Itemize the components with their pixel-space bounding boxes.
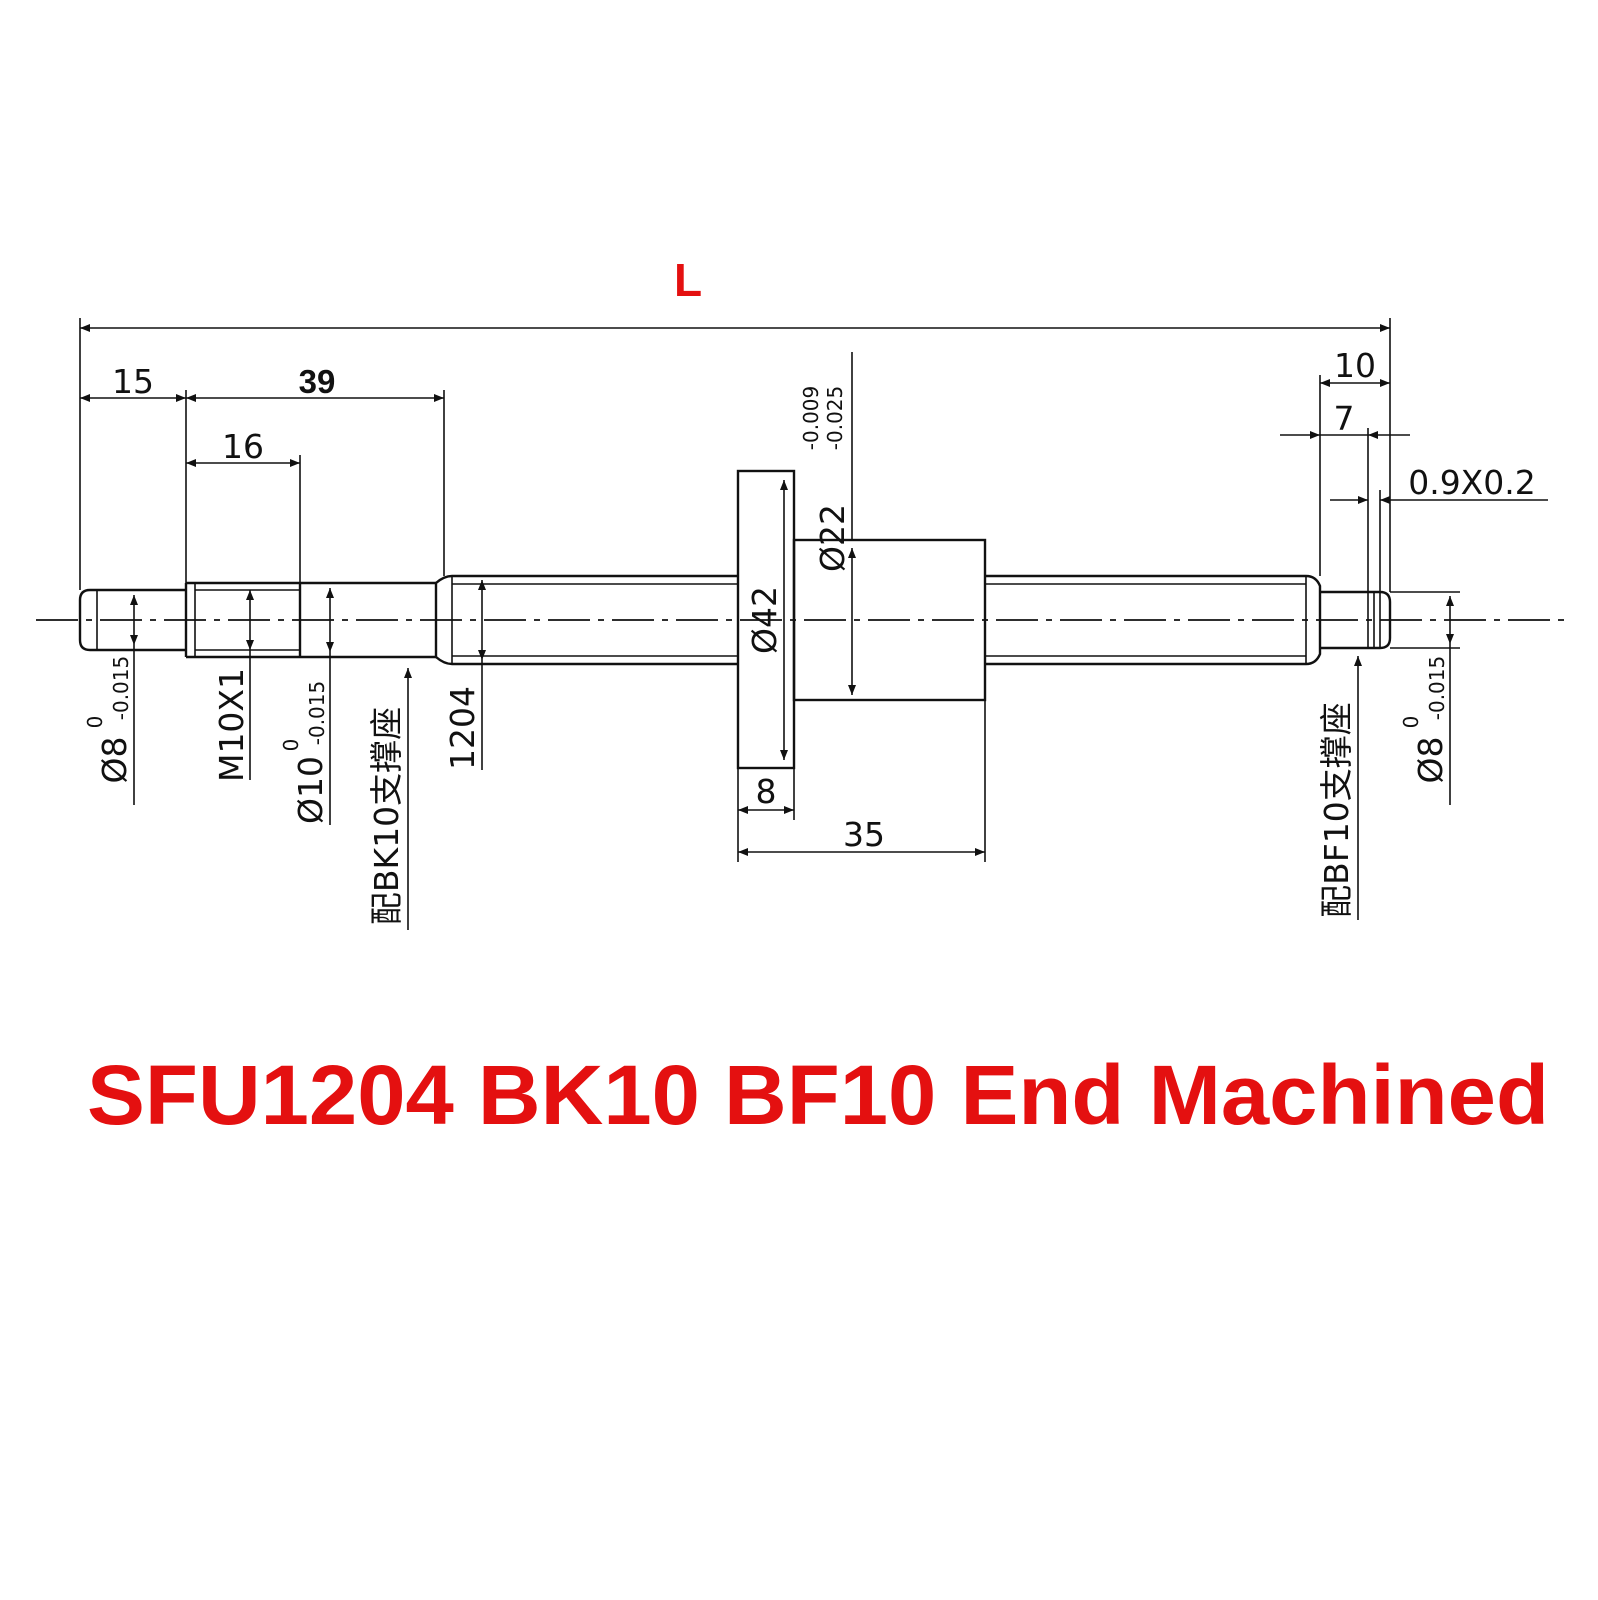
- dim-d8-right-tol-lower: -0.015: [1425, 656, 1449, 720]
- bk10-support-note: 配BK10支撑座: [367, 707, 406, 925]
- dim-d10: Ø10: [291, 756, 330, 824]
- overall-length-label: L: [674, 254, 702, 306]
- dim-flange-8: 8: [756, 772, 777, 811]
- dim-d22-tol-upper: -0.009: [799, 386, 823, 450]
- dim-d8-left-tol-lower: -0.015: [109, 656, 133, 720]
- dim-d22-tol-lower: -0.025: [823, 386, 847, 450]
- dim-screw-1204: 1204: [443, 686, 482, 770]
- dim-d8-left-tol-upper: 0: [83, 716, 107, 729]
- bf10-support-note: 配BF10支撑座: [1317, 702, 1356, 918]
- dim-m10: M10X1: [212, 668, 251, 782]
- dim-16: 16: [222, 427, 264, 466]
- dim-10: 10: [1334, 346, 1376, 385]
- dim-groove: 0.9X0.2: [1408, 463, 1536, 502]
- dim-15: 15: [112, 362, 154, 401]
- shaft-outline: [78, 469, 1392, 770]
- dim-d10-tol-upper: 0: [279, 739, 303, 752]
- dim-d8-right: Ø8: [1411, 737, 1450, 784]
- product-caption: SFU1204 BK10 BF10 End Machined: [87, 1048, 1549, 1142]
- dim-d8-left: Ø8: [95, 737, 134, 784]
- dimension-lines: [79, 318, 1548, 930]
- dim-d10-tol-lower: -0.015: [305, 681, 329, 745]
- dim-39: 39: [299, 363, 336, 400]
- dim-d42: Ø42: [745, 586, 784, 654]
- dim-d22: Ø22: [813, 504, 852, 572]
- dim-7: 7: [1334, 399, 1355, 438]
- dim-35: 35: [843, 815, 885, 854]
- dim-d8-right-tol-upper: 0: [1399, 716, 1423, 729]
